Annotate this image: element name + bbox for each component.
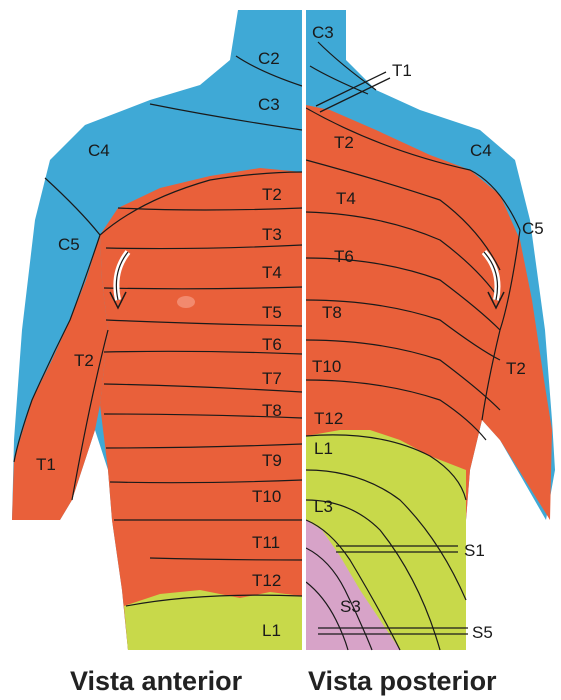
label-t1: T1 [392,61,412,80]
nipple-mark [177,296,195,308]
label-t12: T12 [252,571,281,590]
label-t2-arm: T2 [506,359,526,378]
label-t5: T5 [262,303,282,322]
label-t2-arm: T2 [74,351,94,370]
label-s3: S3 [340,597,361,616]
label-l1: L1 [314,439,333,458]
label-l1: L1 [262,621,281,640]
label-l3: L3 [314,497,333,516]
label-t2: T2 [334,133,354,152]
label-t10: T10 [252,487,281,506]
label-t9: T9 [262,451,282,470]
label-c5: C5 [58,235,80,254]
posterior-view: C3 T1 T2 C4 C5 T4 T6 T8 T10 T12 T2 L1 L3… [306,10,555,650]
label-t4: T4 [336,189,356,208]
label-t4: T4 [262,263,282,282]
view-divider [302,0,306,655]
caption-anterior: Vista anterior [70,666,243,696]
label-t12: T12 [314,409,343,428]
label-c3: C3 [312,23,334,42]
label-t1: T1 [36,455,56,474]
label-c3: C3 [258,95,280,114]
label-t6: T6 [262,335,282,354]
label-s1: S1 [464,541,485,560]
label-t10: T10 [312,357,341,376]
label-t8: T8 [322,303,342,322]
label-t3: T3 [262,225,282,244]
anterior-lumbar-region [124,590,302,650]
label-t2: T2 [262,185,282,204]
label-c4: C4 [88,141,110,160]
label-s5: S5 [472,623,493,642]
label-c5: C5 [522,219,544,238]
label-t8: T8 [262,401,282,420]
anterior-view: C2 C3 C4 C5 T2 T1 T2 T3 T4 T5 T6 T7 T8 T… [12,10,302,650]
caption-posterior: Vista posterior [308,666,497,696]
label-t6: T6 [334,247,354,266]
label-t7: T7 [262,369,282,388]
label-c2: C2 [258,49,280,68]
label-t11: T11 [252,533,280,552]
label-c4: C4 [470,141,492,160]
